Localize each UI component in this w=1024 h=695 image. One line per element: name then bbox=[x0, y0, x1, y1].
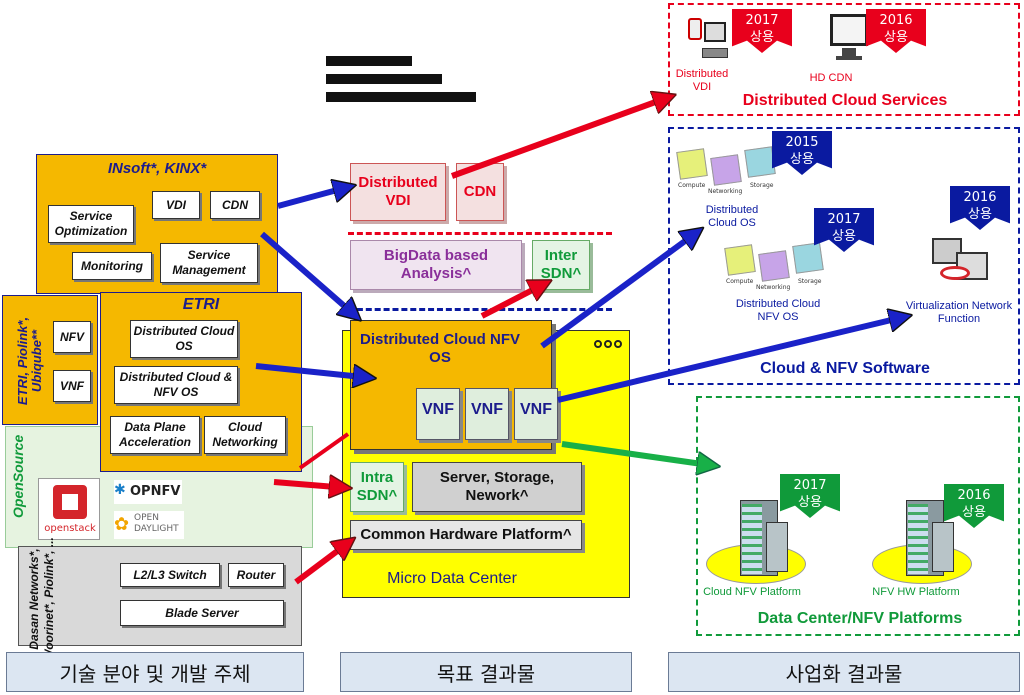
opnfv-logo: ✱ OPNFV bbox=[114, 480, 182, 504]
cube-group-1: Compute Networking Storage bbox=[676, 146, 782, 196]
hardware-panel bbox=[18, 546, 302, 646]
opendaylight-logo: ✿ OPEN DAYLIGHT bbox=[114, 511, 184, 539]
vnf-software-label: Virtualization Network Function bbox=[905, 300, 1013, 325]
footer-target-output: 목표 결과물 bbox=[340, 652, 632, 692]
cloud-nfv-platform-icon bbox=[706, 500, 806, 590]
nfv-os-label: Distributed Cloud NFV OS bbox=[360, 331, 520, 366]
etri-side-panel bbox=[2, 295, 98, 425]
daylight-flower-icon: ✿ bbox=[114, 514, 130, 535]
dcs-title: Distributed Cloud Services bbox=[742, 92, 948, 109]
server-storage-block: Server, Storage, Nework^ bbox=[412, 462, 582, 512]
distributed-vdi-block: Distributed VDI bbox=[350, 163, 446, 221]
vnf-box: VNF bbox=[53, 370, 91, 402]
arrow-etri-to-intra bbox=[298, 432, 350, 470]
router-box: Router bbox=[228, 563, 284, 587]
cloud-nfv-os-label: Distributed Cloud NFV OS bbox=[735, 298, 821, 323]
micro-dc-label: Micro Data Center bbox=[387, 570, 517, 587]
cloud-os-label: Distributed Cloud OS bbox=[705, 204, 759, 229]
storage-caption: Storage bbox=[750, 182, 774, 189]
vnf-block-2: VNF bbox=[465, 388, 509, 440]
arrow-nfvos-to-cloudos bbox=[540, 230, 700, 349]
hd-cdn-label: HD CDN bbox=[809, 72, 853, 84]
cloud-nfv-title: Cloud & NFV Software bbox=[760, 360, 930, 377]
sdn-divider bbox=[348, 308, 612, 311]
opnfv-text: OPNFV bbox=[130, 484, 181, 499]
openstack-text: openstack bbox=[44, 523, 96, 534]
cube-group-2: Compute Networking Storage bbox=[724, 240, 830, 291]
cloud-networking-box: Cloud Networking bbox=[204, 416, 286, 454]
service-management-box: Service Management bbox=[160, 243, 258, 283]
vnf-server-icon bbox=[928, 234, 994, 292]
nfv-box: NFV bbox=[53, 321, 91, 353]
dc-nfv-panel bbox=[696, 396, 1020, 636]
monitoring-box: Monitoring bbox=[72, 252, 152, 280]
networking-caption: Networking bbox=[756, 284, 791, 291]
insoft-title: INsoft*, KINX* bbox=[107, 160, 207, 177]
vdi-service-label: Distributed VDI bbox=[675, 68, 729, 93]
opendaylight-text: OPEN DAYLIGHT bbox=[134, 513, 179, 534]
arrow-insoft-to-nfvos bbox=[260, 231, 358, 318]
distributed-cloud-os-box: Distributed Cloud OS bbox=[130, 320, 238, 358]
arrow-insoft-to-vdi bbox=[277, 186, 352, 209]
arrow-vnf-to-vnfsw bbox=[557, 316, 908, 403]
legend-redacted bbox=[326, 56, 486, 106]
arrow-etri-to-nfvos bbox=[255, 363, 372, 378]
service-optimization-box: Service Optimization bbox=[48, 205, 134, 243]
footer-tech-field: 기술 분야 및 개발 주체 bbox=[6, 652, 304, 692]
nfv-hw-platform-icon bbox=[872, 500, 972, 590]
nfv-hw-platform-label: NFV HW Platform bbox=[872, 586, 960, 598]
arrow-to-inter-sdn bbox=[480, 282, 548, 319]
hd-cdn-monitor-icon bbox=[830, 14, 870, 62]
arrow-hw-to-common bbox=[294, 540, 352, 585]
l2l3-switch-box: L2/L3 Switch bbox=[120, 563, 220, 587]
blade-server-box: Blade Server bbox=[120, 600, 284, 626]
distributed-cloud-nfv-os-box: Distributed Cloud & NFV OS bbox=[114, 366, 238, 404]
compute-caption: Compute bbox=[678, 182, 706, 189]
vdi-box: VDI bbox=[152, 191, 200, 219]
networking-caption: Networking bbox=[708, 188, 743, 195]
cloud-nfv-platform-label: Cloud NFV Platform bbox=[703, 586, 801, 598]
intra-sdn-block: Intra SDN^ bbox=[350, 462, 404, 512]
arrow-vdi-to-dcs bbox=[450, 96, 672, 179]
vnf-block-3: VNF bbox=[514, 388, 558, 440]
storage-caption: Storage bbox=[798, 278, 822, 285]
openstack-logo: openstack bbox=[38, 478, 100, 540]
compute-caption: Compute bbox=[726, 278, 754, 285]
arrow-to-dc-platforms bbox=[561, 441, 716, 466]
more-dots-icon bbox=[594, 340, 624, 352]
cdn-box: CDN bbox=[210, 191, 260, 219]
data-plane-acceleration-box: Data Plane Acceleration bbox=[110, 416, 200, 454]
dc-nfv-title: Data Center/NFV Platforms bbox=[757, 610, 963, 627]
footer-business-output: 사업화 결과물 bbox=[668, 652, 1020, 692]
arrow-opensource-to-intra-sdn bbox=[273, 482, 348, 488]
dcs-panel bbox=[668, 3, 1020, 116]
opnfv-mark-icon: ✱ bbox=[114, 482, 126, 498]
bigdata-analysis-block: BigData based Analysis^ bbox=[350, 240, 522, 290]
vdi-device-icon bbox=[688, 14, 732, 64]
services-divider bbox=[348, 232, 612, 235]
vnf-block-1: VNF bbox=[416, 388, 460, 440]
etri-title: ETRI bbox=[182, 296, 220, 313]
common-hardware-block: Common Hardware Platform^ bbox=[350, 520, 582, 550]
